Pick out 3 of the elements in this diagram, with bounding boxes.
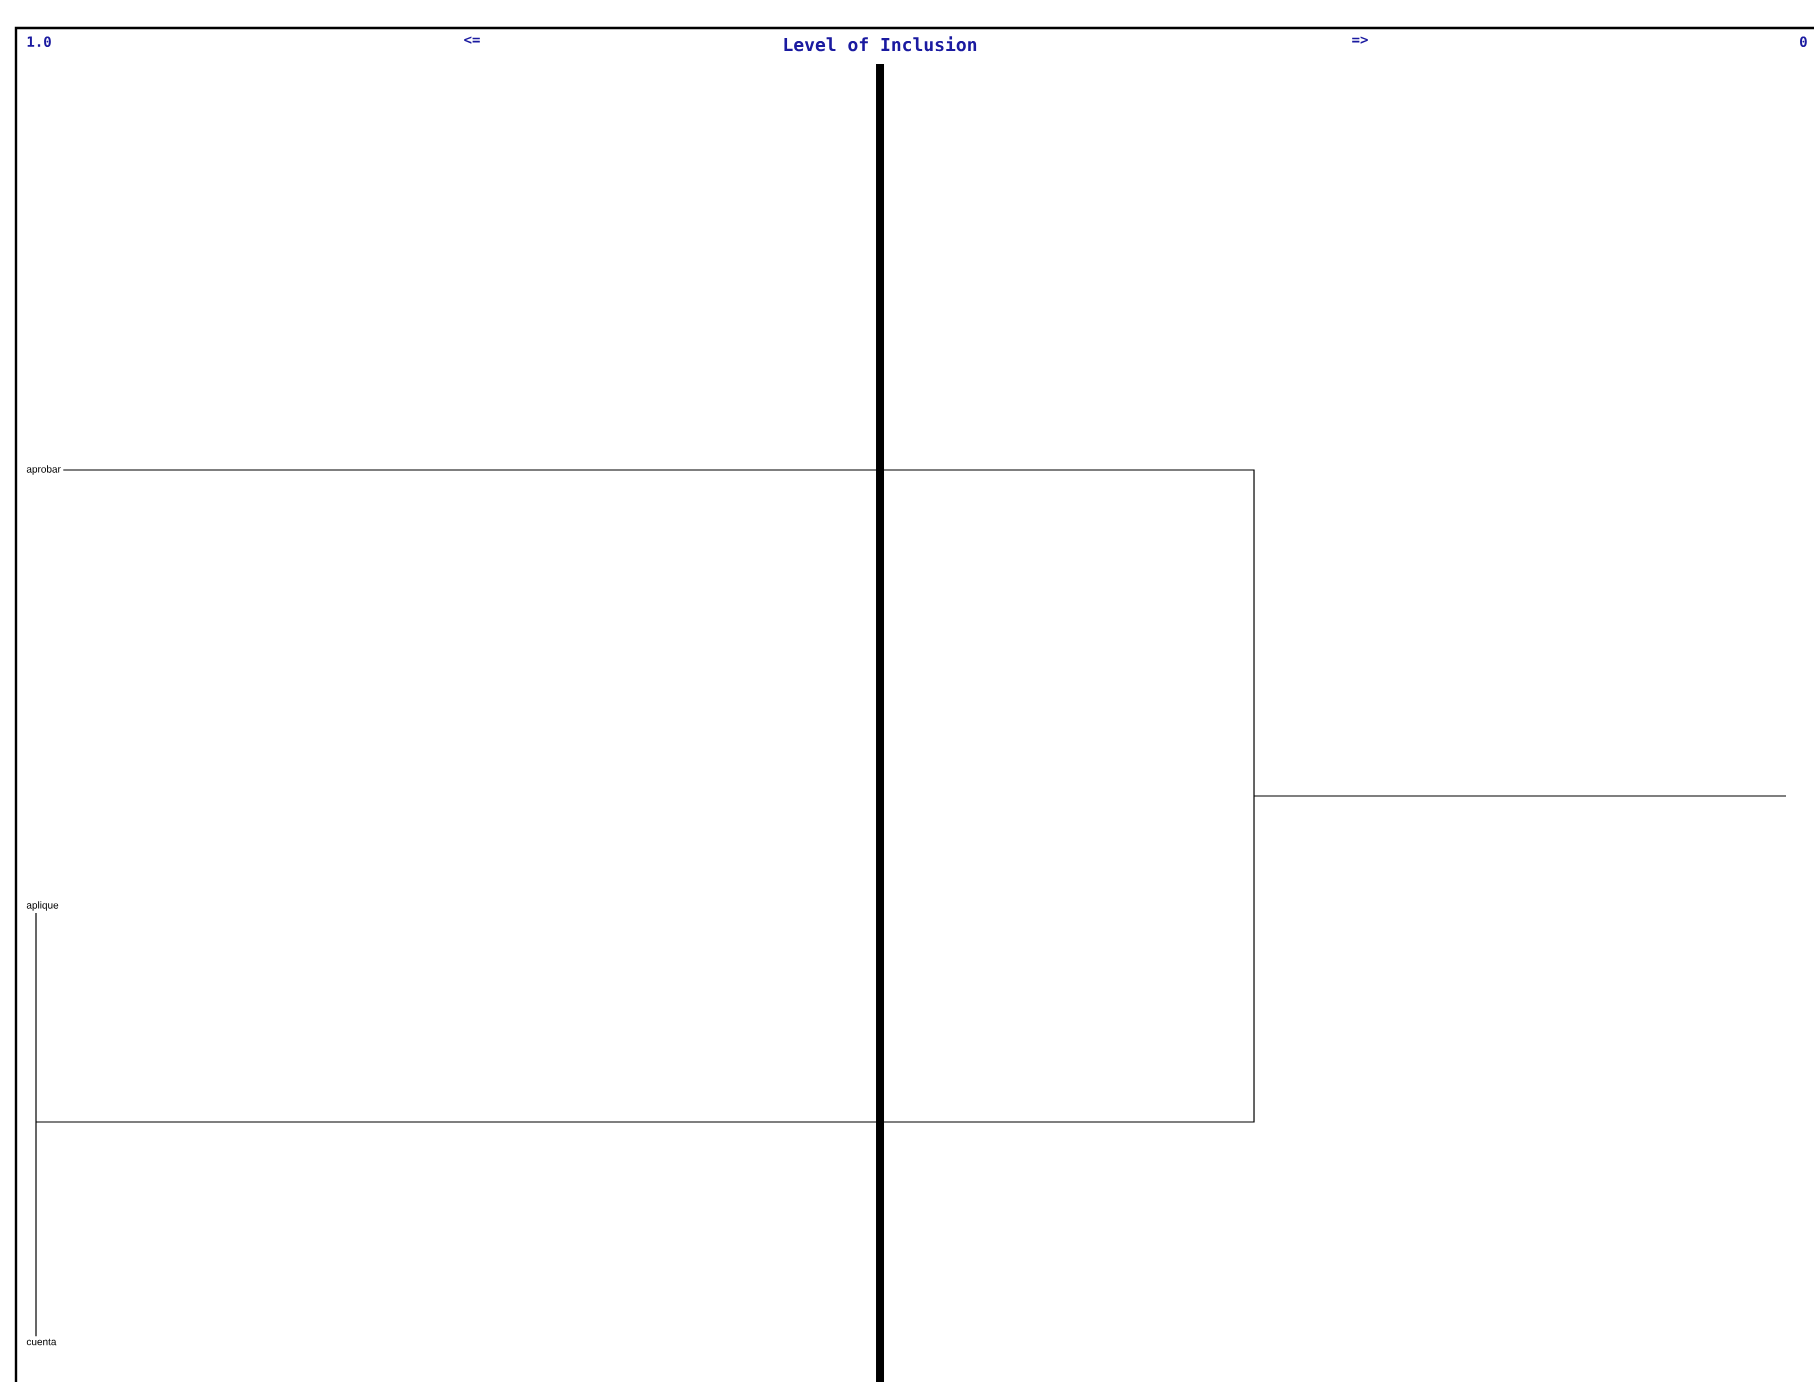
dendrogram-link (35, 912, 37, 1337)
dendrogram-link (35, 469, 1255, 1123)
title: Level of Inclusion (784, 36, 977, 52)
